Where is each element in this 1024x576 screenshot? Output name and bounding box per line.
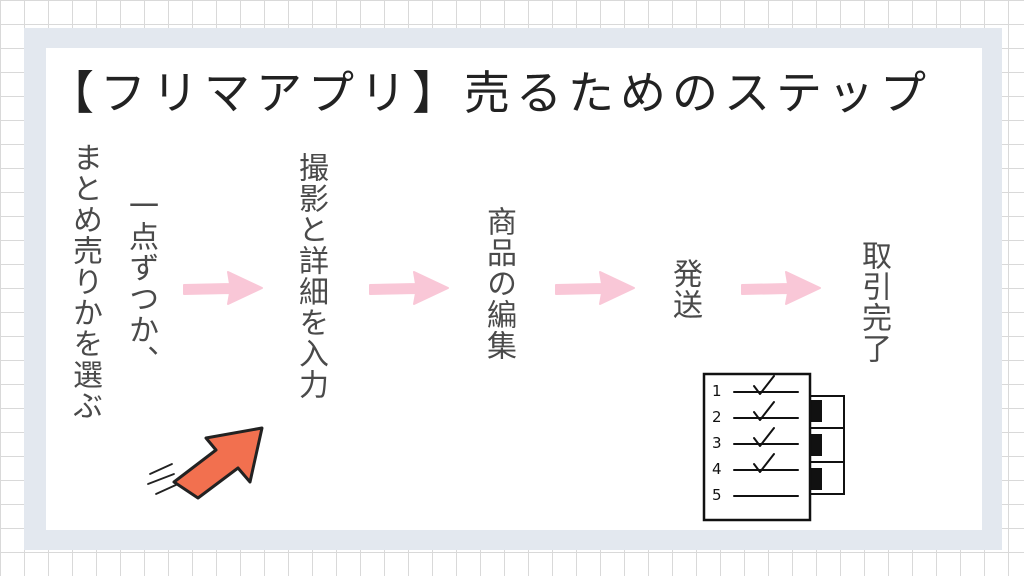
step-5-label: 取引完了: [856, 240, 891, 364]
checklist-number: 4: [712, 460, 722, 478]
step-3-label: 商品の編集: [481, 206, 516, 361]
arrow-right-icon: [741, 271, 821, 305]
checklist-number: 3: [712, 434, 722, 452]
checklist-number: 1: [712, 382, 722, 400]
step-1-label-line2: 一点ずつか、: [123, 190, 158, 376]
step-1-label-line1: まとめ売りかを選ぶ: [67, 142, 102, 421]
page-title: 【フリマアプリ】売るためのステップ: [48, 66, 932, 120]
arrow-right-icon: [183, 271, 263, 305]
checklist-number: 2: [712, 408, 722, 426]
step-4-label: 発送: [667, 258, 702, 320]
arrow-right-icon: [369, 271, 449, 305]
arrow-right-icon: [555, 271, 635, 305]
checklist-icon: 1 2 3 4 5: [702, 372, 845, 522]
checklist-number: 5: [712, 486, 722, 504]
orange-arrow-icon: [147, 426, 264, 500]
step-2-label: 撮影と詳細を入力: [293, 152, 328, 400]
